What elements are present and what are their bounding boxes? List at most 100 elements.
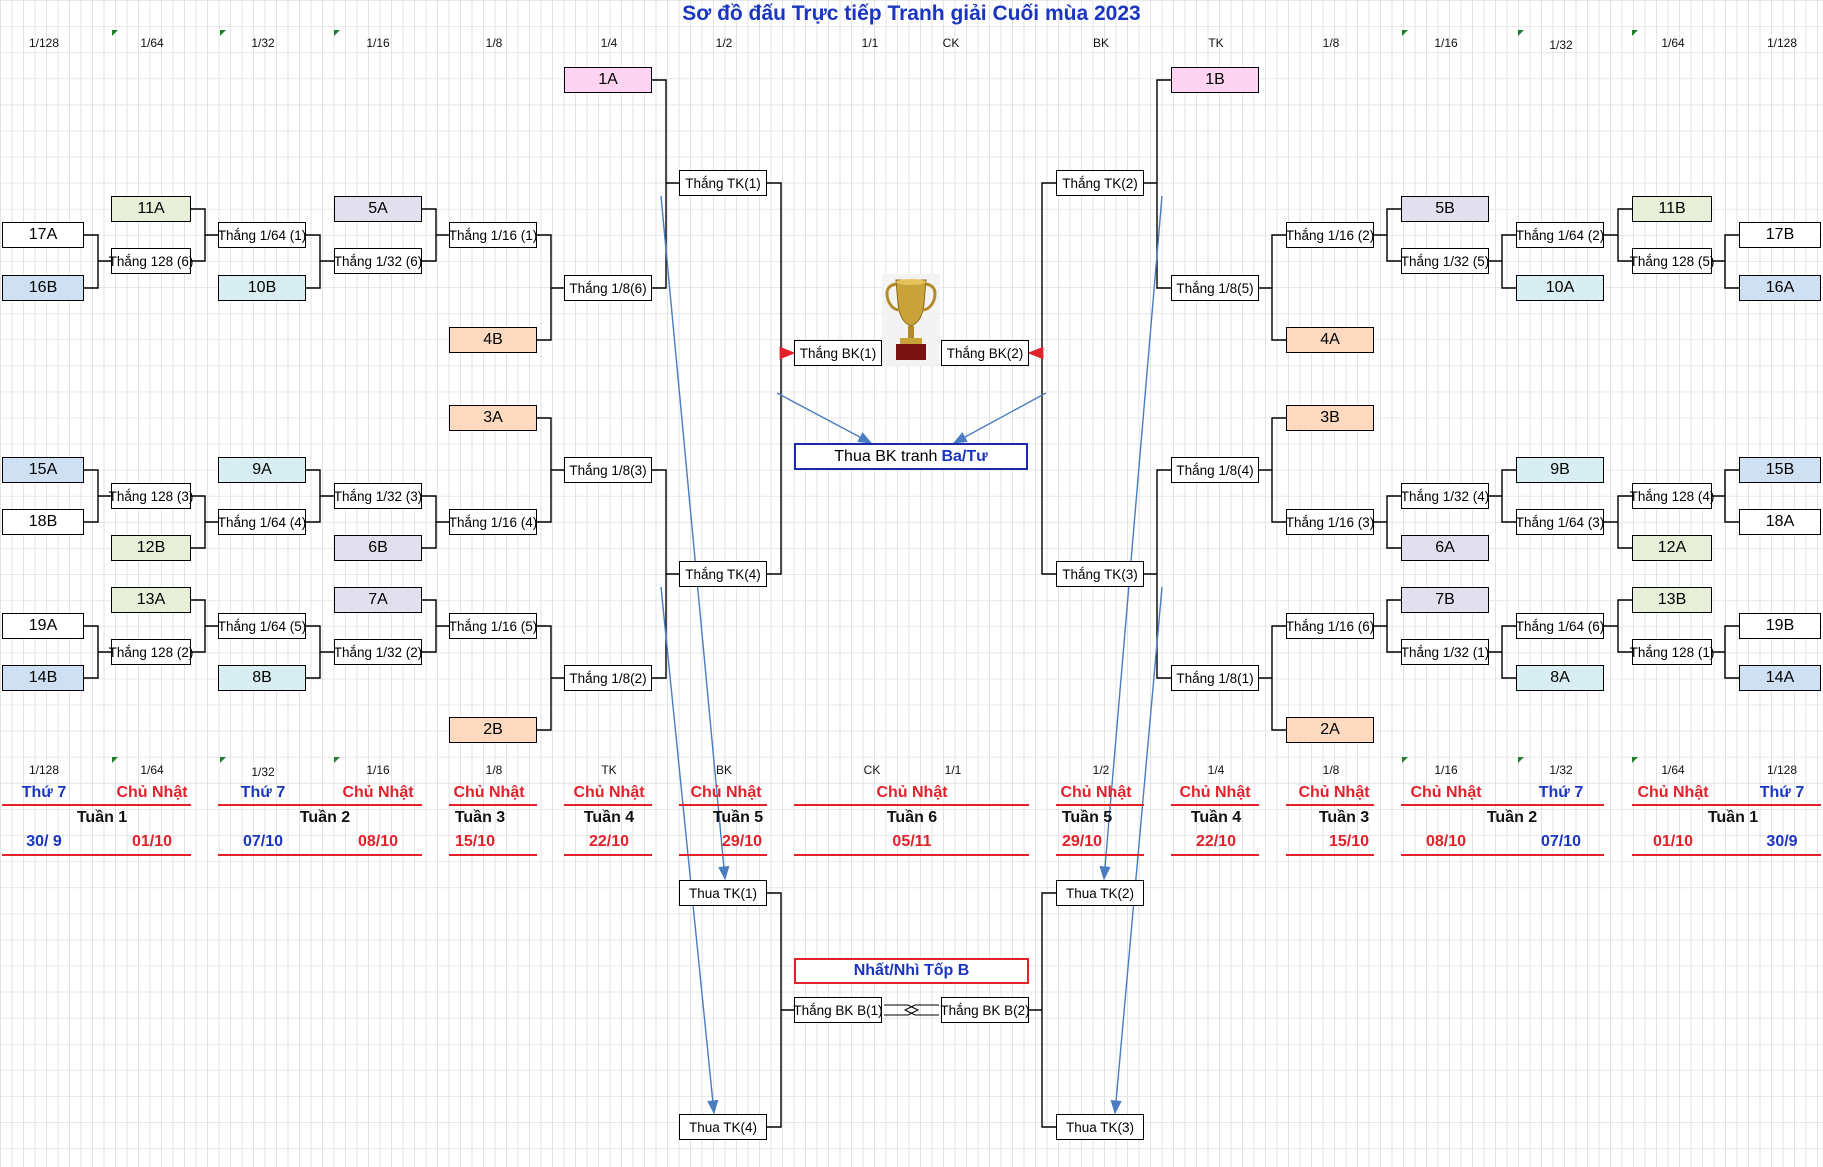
team-cell[interactable]: 5A xyxy=(334,196,422,222)
match-cell[interactable]: Thắng 1/8(5) xyxy=(1171,275,1259,301)
match-cell[interactable]: Thắng 1/8(3) xyxy=(564,457,652,483)
loser-cell[interactable]: Thua TK(4) xyxy=(679,1114,767,1140)
match-cell[interactable]: Thắng 1/8(2) xyxy=(564,665,652,691)
semifinal-cell-right[interactable]: Thắng BK(2) xyxy=(941,340,1029,366)
team-cell[interactable]: 16B xyxy=(2,275,84,301)
match-cell[interactable]: Thắng 1/32 (3) xyxy=(334,483,422,509)
header-top-1-16-right: 1/16 xyxy=(1434,36,1458,50)
match-cell[interactable]: Thắng 128 (5) xyxy=(1630,248,1714,274)
schedule-day: Chủ Nhật xyxy=(876,784,948,801)
divider xyxy=(1286,854,1374,856)
divider xyxy=(1401,804,1604,806)
team-cell[interactable]: 19B xyxy=(1739,613,1821,639)
team-cell[interactable]: 10B xyxy=(218,275,306,301)
team-cell[interactable]: 11B xyxy=(1632,196,1712,222)
match-cell[interactable]: Thắng 128 (2) xyxy=(109,639,193,665)
header-bottom-1-8-left: 1/8 xyxy=(485,763,503,777)
divider xyxy=(1632,804,1821,806)
team-cell[interactable]: 1B xyxy=(1171,67,1259,93)
match-cell[interactable]: Thắng TK(1) xyxy=(679,170,767,196)
team-cell[interactable]: 8B xyxy=(218,665,306,691)
team-cell[interactable]: 1A xyxy=(564,67,652,93)
match-cell[interactable]: Thắng 1/16 (1) xyxy=(449,222,537,248)
team-cell[interactable]: 18B xyxy=(2,509,84,535)
team-cell[interactable]: 17A xyxy=(2,222,84,248)
schedule-date: 15/10 xyxy=(1328,833,1370,850)
semifinal-cell-left[interactable]: Thắng BK(1) xyxy=(794,340,882,366)
match-cell[interactable]: Thắng 1/16 (5) xyxy=(449,613,537,639)
team-cell[interactable]: 4B xyxy=(449,327,537,353)
match-cell[interactable]: Thắng 1/64 (2) xyxy=(1516,222,1604,248)
bracket-connector xyxy=(767,892,794,1128)
team-cell[interactable]: 2B xyxy=(449,717,537,743)
loser-cell[interactable]: Thua TK(2) xyxy=(1056,880,1144,906)
match-cell[interactable]: Thắng 1/16 (3) xyxy=(1286,509,1374,535)
match-cell[interactable]: Thắng TK(4) xyxy=(679,561,767,587)
loser-cell[interactable]: Thua TK(3) xyxy=(1056,1114,1144,1140)
comment-flag xyxy=(220,30,226,36)
team-cell[interactable]: 11A xyxy=(111,196,191,222)
team-cell[interactable]: 8A xyxy=(1516,665,1604,691)
schedule-date: 30/9 xyxy=(1766,833,1798,850)
team-cell[interactable]: 10A xyxy=(1516,275,1604,301)
team-cell[interactable]: 13B xyxy=(1632,587,1712,613)
team-cell[interactable]: 13A xyxy=(111,587,191,613)
team-cell[interactable]: 15A xyxy=(2,457,84,483)
team-cell[interactable]: 5B xyxy=(1401,196,1489,222)
header-top-1-32-right: 1/32 xyxy=(1549,38,1573,52)
comment-flag xyxy=(1402,30,1408,36)
team-cell[interactable]: 15B xyxy=(1739,457,1821,483)
bracket-connector xyxy=(1374,599,1401,653)
team-cell[interactable]: 12B xyxy=(111,535,191,561)
divider xyxy=(2,804,191,806)
team-cell[interactable]: 6A xyxy=(1401,535,1489,561)
team-cell[interactable]: 18A xyxy=(1739,509,1821,535)
match-cell[interactable]: Thắng 1/32 (6) xyxy=(334,248,422,274)
team-cell[interactable]: 12A xyxy=(1632,535,1712,561)
bracket-connector xyxy=(84,469,111,523)
team-cell[interactable]: 19A xyxy=(2,613,84,639)
match-cell[interactable]: Thắng 1/32 (1) xyxy=(1401,639,1489,665)
loser-cell[interactable]: Thua TK(1) xyxy=(679,880,767,906)
match-cell[interactable]: Thắng 1/16 (4) xyxy=(449,509,537,535)
match-cell[interactable]: Thắng 128 (3) xyxy=(109,483,193,509)
match-cell[interactable]: Thắng 1/64 (4) xyxy=(218,509,306,535)
match-cell[interactable]: Thắng TK(2) xyxy=(1056,170,1144,196)
team-cell[interactable]: 3A xyxy=(449,405,537,431)
team-cell[interactable]: 3B xyxy=(1286,405,1374,431)
match-cell[interactable]: Thắng 1/16 (2) xyxy=(1286,222,1374,248)
match-cell[interactable]: Thắng 1/32 (5) xyxy=(1401,248,1489,274)
match-cell[interactable]: Thắng TK(3) xyxy=(1056,561,1144,587)
match-cell[interactable]: Thắng 1/64 (3) xyxy=(1516,509,1604,535)
match-cell[interactable]: Thắng 1/16 (6) xyxy=(1286,613,1374,639)
match-cell[interactable]: Thắng 1/8(1) xyxy=(1171,665,1259,691)
match-cell[interactable]: Thắng 1/32 (2) xyxy=(334,639,422,665)
team-cell[interactable]: 14B xyxy=(2,665,84,691)
comment-flag xyxy=(334,30,340,36)
team-cell[interactable]: 9A xyxy=(218,457,306,483)
match-cell[interactable]: Thắng 128 (6) xyxy=(109,248,193,274)
match-cell[interactable]: Thắng 1/32 (4) xyxy=(1401,483,1489,509)
match-cell[interactable]: Thắng 1/8(6) xyxy=(564,275,652,301)
match-cell[interactable]: Thắng 1/8(4) xyxy=(1171,457,1259,483)
match-cell[interactable]: Thắng 128 (4) xyxy=(1630,483,1714,509)
match-cell[interactable]: Thắng 128 (1) xyxy=(1630,639,1714,665)
team-cell[interactable]: 2A xyxy=(1286,717,1374,743)
team-cell[interactable]: 9B xyxy=(1516,457,1604,483)
double-arrow xyxy=(884,1004,920,1016)
match-cell[interactable]: Thắng 1/64 (6) xyxy=(1516,613,1604,639)
schedule-week: Tuần 1 xyxy=(76,809,128,826)
team-cell[interactable]: 4A xyxy=(1286,327,1374,353)
team-cell[interactable]: 16A xyxy=(1739,275,1821,301)
team-cell[interactable]: 7A xyxy=(334,587,422,613)
team-cell[interactable]: 7B xyxy=(1401,587,1489,613)
match-cell[interactable]: Thắng 1/64 (1) xyxy=(218,222,306,248)
schedule-week: Tuần 5 xyxy=(712,809,764,826)
b-semifinal-cell-right[interactable]: Thắng BK B(2) xyxy=(940,997,1030,1023)
team-cell[interactable]: 17B xyxy=(1739,222,1821,248)
b-semifinal-cell-left[interactable]: Thắng BK B(1) xyxy=(793,997,883,1023)
team-cell[interactable]: 14A xyxy=(1739,665,1821,691)
team-cell[interactable]: 6B xyxy=(334,535,422,561)
match-cell[interactable]: Thắng 1/64 (5) xyxy=(218,613,306,639)
schedule-day: Chủ Nhật xyxy=(573,784,645,801)
